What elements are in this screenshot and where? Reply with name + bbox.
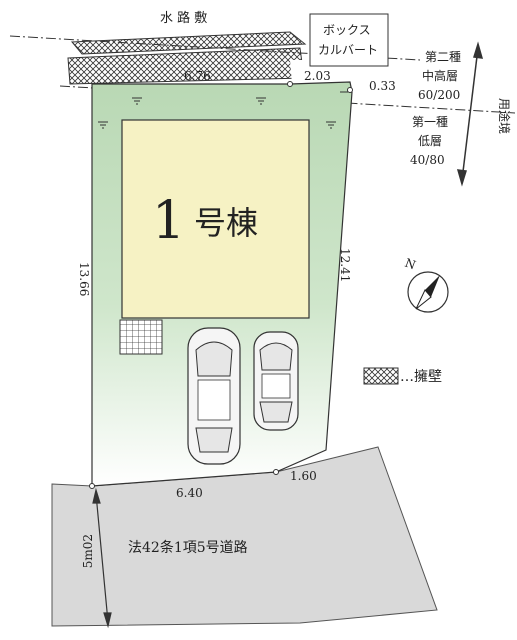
road-width-dimension bbox=[92, 487, 112, 629]
dim-right-side: 12.41 bbox=[338, 248, 352, 282]
box-carport-line2: カルバート bbox=[318, 43, 378, 57]
box-carport-line1: ボックス bbox=[323, 23, 371, 37]
zone-boundary-label: 用途境 bbox=[497, 98, 512, 134]
dim-left-side: 13.66 bbox=[77, 262, 91, 296]
building bbox=[121, 119, 310, 319]
north-label: N bbox=[403, 256, 418, 273]
car-2 bbox=[253, 331, 299, 431]
dim-top-left: 6.76 bbox=[184, 69, 211, 83]
zone-lower-line2: 低層 bbox=[418, 134, 442, 148]
box-carport-frame bbox=[309, 13, 389, 67]
corner-points bbox=[89, 81, 353, 489]
building-label: 号棟 bbox=[194, 204, 258, 242]
zone-upper-line2: 中高層 bbox=[422, 68, 458, 83]
dim-bottom-left: 6.40 bbox=[176, 486, 203, 500]
road-label: 法42条1項5号道路 bbox=[128, 539, 248, 556]
dim-top-right: 0.33 bbox=[369, 79, 396, 93]
retaining-wall-top bbox=[70, 31, 307, 55]
retaining-wall-legend-label: …擁壁 bbox=[400, 369, 442, 385]
grid-area bbox=[119, 319, 163, 355]
north-compass bbox=[407, 271, 449, 313]
retaining-wall-legend-swatch bbox=[363, 367, 399, 385]
zone-upper-ratio: 60/200 bbox=[418, 88, 460, 102]
waterway-label: 水 路 敷 bbox=[160, 10, 207, 26]
car-1 bbox=[187, 327, 241, 465]
zone-upper-line1: 第二種 bbox=[425, 50, 461, 64]
building-number: 1 bbox=[152, 191, 185, 251]
level-marks bbox=[98, 91, 348, 129]
dim-road-width: 5m02 bbox=[81, 534, 95, 568]
zone-lower-ratio: 40/80 bbox=[410, 153, 445, 167]
zone-arrow bbox=[456, 41, 484, 187]
zone-lower-line1: 第一種 bbox=[412, 115, 448, 129]
dim-top-mid: 2.03 bbox=[304, 69, 331, 83]
dim-bottom-right: 1.60 bbox=[290, 469, 317, 483]
